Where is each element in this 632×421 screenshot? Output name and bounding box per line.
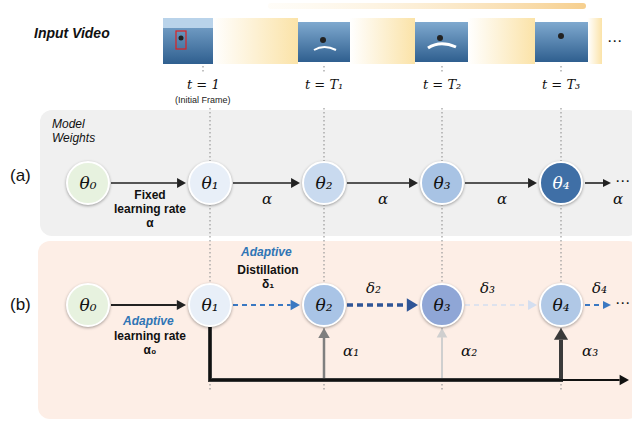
- frame-fade: [588, 18, 602, 64]
- weight-circle: θ₂: [302, 161, 346, 205]
- video-frame: [298, 22, 350, 62]
- video-frame: [415, 22, 468, 62]
- weight-symbol: θ₃: [433, 295, 450, 315]
- continuation: ⋯: [615, 173, 630, 190]
- arrow-head: [603, 301, 611, 309]
- surfer: [179, 36, 184, 41]
- weight-symbol: θ₁: [201, 173, 218, 193]
- adaptive-tag: Adaptive: [123, 315, 174, 329]
- base-line: [210, 327, 629, 385]
- surfer: [320, 37, 326, 43]
- video-frame: [535, 22, 588, 62]
- update-arrow: [111, 300, 186, 310]
- time-note: (Initial Frame): [175, 95, 231, 105]
- weight-symbol: θ₄: [552, 173, 569, 193]
- edge-label: Distillation δ₁: [235, 264, 301, 292]
- arrow-head: [603, 179, 611, 187]
- update-arrow: [233, 300, 300, 311]
- weight-circle: θ₀: [66, 283, 110, 327]
- weight-circle: θ₃: [420, 283, 464, 327]
- update-arrow: [210, 327, 447, 380]
- video-frame: [163, 18, 213, 64]
- weight-circle: θ₃: [420, 161, 464, 205]
- time-guides: [203, 66, 561, 392]
- weight-symbol: θ₀: [79, 173, 96, 193]
- edge-label: α₃: [582, 343, 598, 360]
- weight-circle: θ₄: [539, 283, 583, 327]
- update-arrow: [233, 178, 300, 188]
- surfer: [558, 33, 564, 39]
- edge-label: α: [262, 191, 272, 208]
- adaptive-tag: Adaptive: [241, 246, 292, 260]
- figure-title: Input Video: [34, 25, 110, 41]
- time-label: t = T₁: [305, 78, 343, 93]
- update-arrow: [210, 327, 568, 380]
- time-band: [268, 3, 586, 9]
- edge-label: δ₃: [480, 280, 495, 297]
- tail-arrow: [585, 304, 603, 306]
- weight-circle: θ₁: [188, 161, 232, 205]
- continuation: ⋯: [607, 33, 622, 50]
- time-label: t = 1: [187, 78, 220, 93]
- edge-label: learning rate α₀: [112, 330, 188, 358]
- weight-circle: θ₂: [302, 283, 346, 327]
- edge-label: α₁: [343, 343, 359, 360]
- frame-fade: [468, 18, 535, 64]
- edge-label: Fixed learning rate α: [112, 189, 188, 230]
- edge-label: α₂: [461, 343, 477, 360]
- update-arrow: [465, 178, 537, 188]
- frame-fade: [212, 18, 298, 64]
- update-arrow: [347, 298, 418, 311]
- weight-symbol: θ₂: [315, 173, 332, 193]
- edge-label: α: [378, 191, 388, 208]
- wave-splash: [314, 47, 336, 50]
- weight-symbol: θ₄: [552, 295, 569, 315]
- update-arrow: [111, 178, 186, 188]
- time-label: t = T₃: [542, 78, 580, 93]
- row-note: Model Weights: [52, 118, 108, 146]
- distill-label: δ₄: [592, 280, 607, 297]
- target-box: [176, 31, 186, 49]
- edge-label: α: [497, 191, 507, 208]
- weight-symbol: θ₀: [79, 295, 96, 315]
- weight-symbol: θ₃: [433, 173, 450, 193]
- surfer: [437, 35, 443, 41]
- wave-splash: [428, 44, 456, 48]
- update-arrow: [210, 327, 330, 380]
- panel-b: [38, 241, 632, 419]
- weight-symbol: θ₂: [315, 295, 332, 315]
- tail-arrow: [585, 182, 604, 184]
- rate-label: α: [613, 191, 623, 208]
- frame-fade: [350, 18, 415, 64]
- continuation: ⋯: [615, 295, 630, 312]
- update-arrow: [465, 300, 537, 310]
- panel-a: [40, 110, 632, 236]
- weight-symbol: θ₁: [201, 295, 218, 315]
- edge-label: δ₂: [366, 280, 381, 297]
- time-label: t = T₂: [423, 78, 461, 93]
- row-label: (b): [10, 295, 31, 315]
- row-label: (a): [10, 166, 31, 186]
- weight-circle: θ₁: [188, 283, 232, 327]
- weight-circle: θ₀: [66, 161, 110, 205]
- video-sky: [163, 18, 213, 28]
- update-arrow: [347, 178, 418, 188]
- weight-circle: θ₄: [539, 161, 583, 205]
